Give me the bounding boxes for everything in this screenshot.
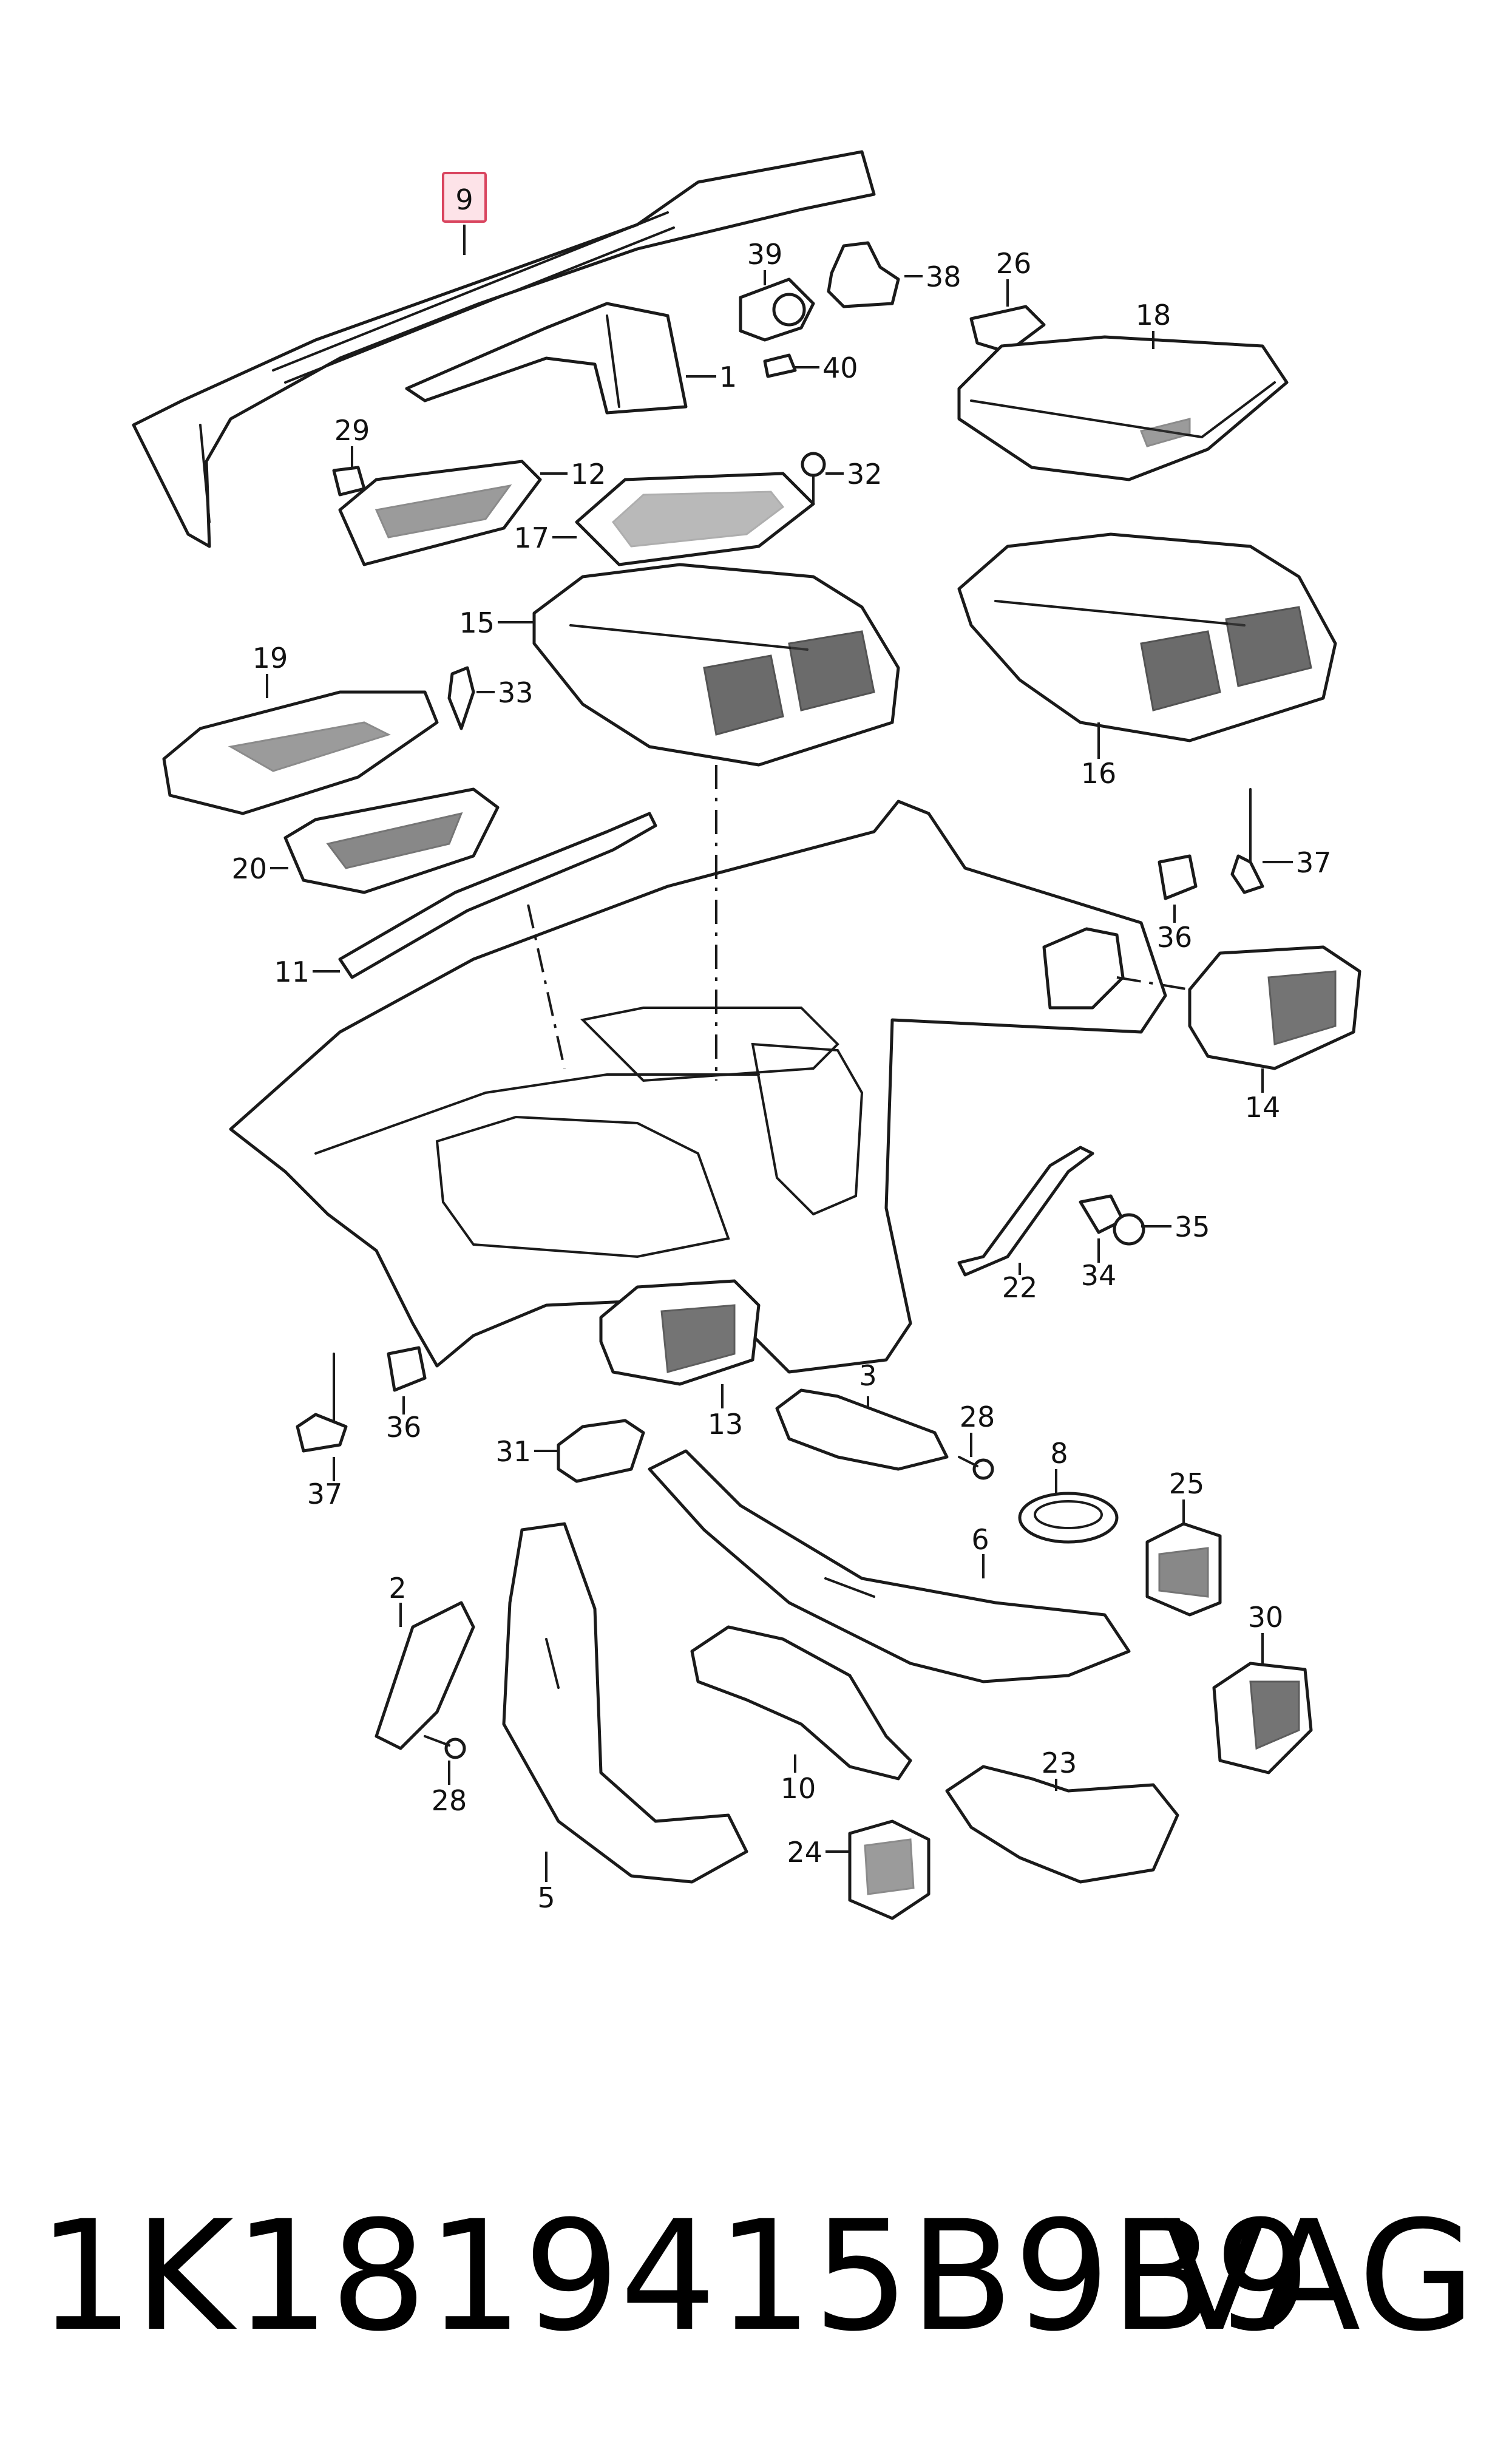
callout-14: 14 <box>1245 1091 1281 1124</box>
part-16-center-console-alt[interactable] <box>957 532 1337 742</box>
part-15-center-console[interactable] <box>532 563 900 767</box>
part-14-side-vent[interactable] <box>1188 945 1361 1070</box>
brand-label: VAG <box>1162 2188 1476 2365</box>
part-22-tube[interactable] <box>957 1146 1094 1277</box>
callout-28-lower: 28 <box>432 1784 467 1817</box>
callout-33: 33 <box>498 676 534 709</box>
part-30-small-vent[interactable] <box>1212 1662 1313 1774</box>
leader-lines <box>266 225 1293 1882</box>
part-5-lower-duct[interactable] <box>502 1522 748 1884</box>
part-9-cowl-panel[interactable] <box>132 150 876 548</box>
parts-diagram: 9 1 12 29 17 32 15 16 18 26 39 38 40 19 … <box>132 150 1361 1920</box>
part-20-dash-vent[interactable] <box>283 787 500 894</box>
part-1-cowl-cover[interactable] <box>405 302 688 415</box>
highlight-box-9 <box>442 172 487 223</box>
callout-19: 19 <box>253 642 288 674</box>
callout-39: 39 <box>747 238 783 271</box>
callout-22: 22 <box>1002 1271 1038 1304</box>
callout-12: 12 <box>571 458 606 491</box>
callout-28-upper: 28 <box>960 1401 995 1433</box>
part-18-storage-lid[interactable] <box>957 335 1289 481</box>
callouts: 9 1 12 29 17 32 15 16 18 26 39 38 40 19 … <box>231 183 1331 1914</box>
callout-25: 25 <box>1169 1467 1205 1500</box>
part-3-bracket[interactable] <box>775 1388 949 1471</box>
callout-31: 31 <box>495 1435 531 1468</box>
callout-26: 26 <box>996 247 1032 280</box>
callout-23: 23 <box>1042 1747 1077 1779</box>
callout-32: 32 <box>847 458 883 491</box>
part-37-bolt-left[interactable] <box>296 1353 348 1453</box>
part-number: 1K1819415B9B9 <box>38 2188 1311 2365</box>
part-40-clip[interactable] <box>763 353 797 378</box>
part-17-center-mesh[interactable] <box>575 472 815 566</box>
callout-37-right: 37 <box>1296 846 1332 879</box>
callout-24: 24 <box>787 1836 822 1869</box>
assembly-line <box>527 904 566 1069</box>
part-32-screw[interactable] <box>801 452 826 505</box>
part-23-duct[interactable] <box>945 1765 1179 1884</box>
callout-3: 3 <box>859 1359 876 1392</box>
part-8-grommet[interactable] <box>1018 1492 1119 1544</box>
callout-15: 15 <box>459 606 495 639</box>
callout-36-left: 36 <box>386 1411 422 1444</box>
callout-18: 18 <box>1136 299 1171 331</box>
callout-16: 16 <box>1081 757 1117 790</box>
part-31-switch-block[interactable] <box>557 1419 645 1483</box>
part-35-nut[interactable] <box>1113 1213 1145 1246</box>
callout-8: 8 <box>1050 1437 1068 1470</box>
part-36-clip-left[interactable] <box>387 1346 427 1392</box>
callout-35: 35 <box>1175 1211 1210 1243</box>
callout-30: 30 <box>1248 1601 1284 1634</box>
callout-6: 6 <box>971 1523 989 1556</box>
callout-13: 13 <box>708 1408 744 1441</box>
callout-20: 20 <box>231 852 267 885</box>
part-13-center-vent[interactable] <box>599 1279 761 1386</box>
part-19-dash-tray[interactable] <box>162 690 439 815</box>
callout-11: 11 <box>274 956 310 988</box>
callout-9: 9 <box>455 183 473 216</box>
part-29-clip[interactable] <box>332 466 366 497</box>
callout-2: 2 <box>388 1572 406 1605</box>
assembly-line <box>1116 976 1190 991</box>
callout-40: 40 <box>822 351 858 384</box>
callout-29: 29 <box>334 414 370 447</box>
part-36-clip-right[interactable] <box>1158 854 1198 900</box>
part-12-speaker-grille[interactable] <box>338 460 542 566</box>
part-6-air-duct[interactable] <box>648 1449 1131 1683</box>
part-2-bracket[interactable] <box>375 1601 475 1750</box>
part-38-sensor[interactable] <box>827 241 900 308</box>
part-24-vent-bezel[interactable] <box>848 1819 931 1920</box>
callout-37-left: 37 <box>307 1478 343 1510</box>
callout-34: 34 <box>1081 1259 1117 1292</box>
callout-36-right: 36 <box>1157 921 1193 954</box>
part-26-latch[interactable] <box>969 305 1046 354</box>
callout-1: 1 <box>719 361 737 393</box>
part-10-duct[interactable] <box>690 1625 912 1781</box>
part-28-screw-lower[interactable] <box>424 1735 466 1759</box>
callout-38: 38 <box>926 260 961 293</box>
part-33-clip[interactable] <box>447 666 475 730</box>
dashboard-panel[interactable] <box>229 800 1167 1374</box>
part-39-bracket[interactable] <box>739 277 815 342</box>
part-28-screw-upper[interactable] <box>958 1456 994 1480</box>
callout-17: 17 <box>514 521 549 554</box>
part-11-defroster-strip[interactable] <box>338 812 657 979</box>
callout-5: 5 <box>537 1881 555 1914</box>
part-25-small-vent[interactable] <box>1145 1522 1222 1617</box>
part-37-bolt-right[interactable] <box>1230 788 1264 894</box>
callout-10: 10 <box>781 1772 816 1805</box>
